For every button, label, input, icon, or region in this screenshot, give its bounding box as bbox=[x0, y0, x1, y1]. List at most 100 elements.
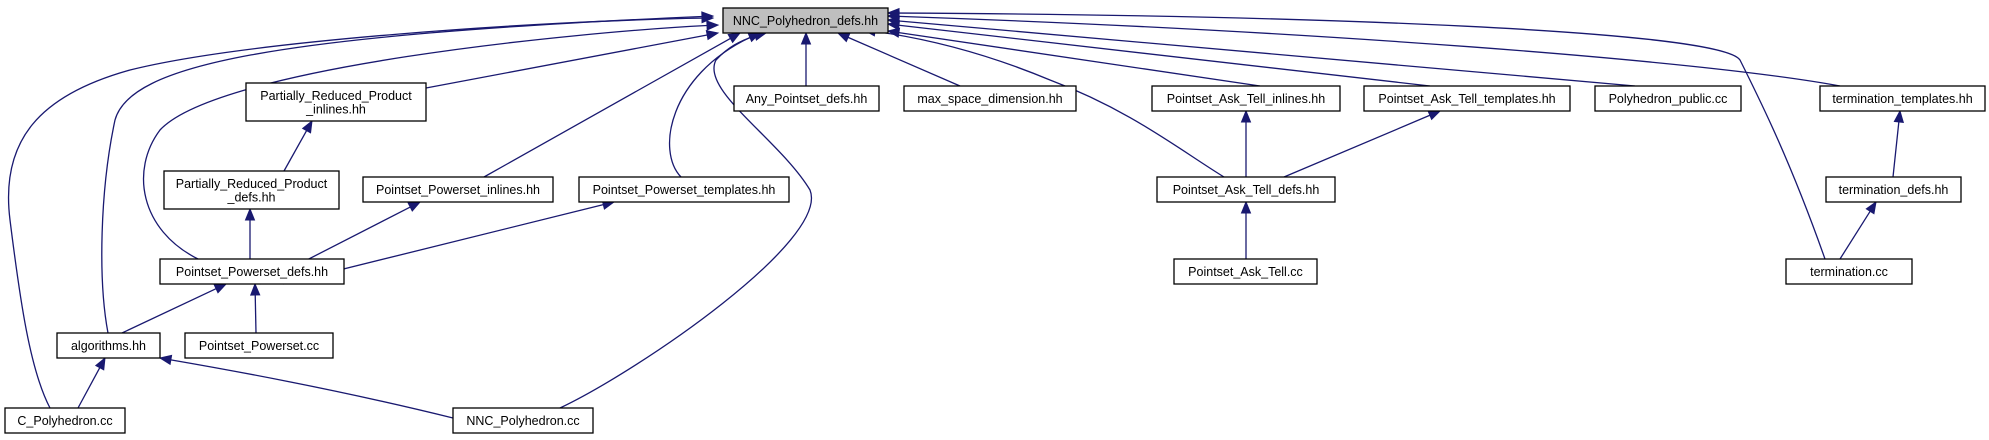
node-box[interactable] bbox=[1151, 85, 1341, 112]
node-term-templates[interactable]: termination_templates.hh bbox=[1819, 85, 1986, 112]
node-box[interactable] bbox=[1156, 176, 1336, 203]
edge-line bbox=[77, 357, 106, 409]
node-label: Pointset_Ask_Tell_inlines.hh bbox=[1167, 92, 1325, 106]
edge-pat_templates-to-nnc_defs bbox=[886, 20, 1431, 87]
node-box[interactable] bbox=[184, 332, 334, 359]
node-prp-defs[interactable]: Partially_Reduced_Product_defs.hh bbox=[163, 170, 340, 210]
edge-line bbox=[101, 15, 714, 334]
edge-line bbox=[7, 17, 714, 409]
arrowhead-icon bbox=[301, 119, 313, 134]
arrowhead-icon bbox=[800, 31, 812, 45]
node-box[interactable] bbox=[733, 85, 880, 112]
node-label: Pointset_Ask_Tell.cc bbox=[1188, 265, 1303, 279]
nodes-layer: NNC_Polyhedron_defs.hhPartially_Reduced_… bbox=[4, 7, 1986, 434]
node-pat-inlines[interactable]: Pointset_Ask_Tell_inlines.hh bbox=[1151, 85, 1341, 112]
node-box[interactable] bbox=[1825, 176, 1962, 203]
node-pp-inlines[interactable]: Pointset_Powerset_inlines.hh bbox=[362, 176, 554, 203]
edge-prp_inlines-to-nnc_defs bbox=[425, 29, 720, 89]
node-max-dim[interactable]: max_space_dimension.hh bbox=[903, 85, 1077, 112]
node-nnc-defs[interactable]: NNC_Polyhedron_defs.hh bbox=[722, 7, 889, 34]
node-label: termination_templates.hh bbox=[1832, 92, 1972, 106]
node-label: C_Polyhedron.cc bbox=[17, 414, 112, 428]
node-box[interactable] bbox=[722, 7, 889, 34]
node-prp-inlines[interactable]: Partially_Reduced_Product_inlines.hh bbox=[245, 82, 427, 122]
node-box[interactable] bbox=[1173, 258, 1318, 285]
edge-line bbox=[1283, 110, 1441, 178]
node-box[interactable] bbox=[1785, 258, 1913, 285]
node-box[interactable] bbox=[163, 170, 340, 210]
edge-line bbox=[863, 29, 1225, 178]
arrowhead-icon bbox=[836, 32, 851, 43]
arrowhead-icon bbox=[94, 356, 106, 371]
edge-line bbox=[142, 24, 719, 260]
edge-max_dim-to-nnc_defs bbox=[836, 32, 961, 87]
node-label: Partially_Reduced_Product bbox=[176, 177, 328, 191]
node-box[interactable] bbox=[1594, 85, 1742, 112]
node-c-poly[interactable]: C_Polyhedron.cc bbox=[4, 407, 126, 434]
node-nnc-cc[interactable]: NNC_Polyhedron.cc bbox=[452, 407, 594, 434]
edge-algorithms-to-nnc_defs bbox=[101, 11, 715, 334]
node-pp-templates[interactable]: Pointset_Powerset_templates.hh bbox=[578, 176, 790, 203]
arrowhead-icon bbox=[705, 29, 720, 41]
edge-term_cc-to-term_defs bbox=[1839, 200, 1877, 260]
node-pat-defs[interactable]: Pointset_Ask_Tell_defs.hh bbox=[1156, 176, 1336, 203]
edge-pat_defs-to-pat_inlines bbox=[1240, 109, 1252, 177]
node-pp-cc[interactable]: Pointset_Powerset.cc bbox=[184, 332, 334, 359]
arrowhead-icon bbox=[213, 283, 228, 294]
node-any-defs[interactable]: Any_Pointset_defs.hh bbox=[733, 85, 880, 112]
node-term-defs[interactable]: termination_defs.hh bbox=[1825, 176, 1962, 203]
node-box[interactable] bbox=[1363, 85, 1571, 112]
node-box[interactable] bbox=[903, 85, 1077, 112]
node-label: Any_Pointset_defs.hh bbox=[746, 92, 868, 106]
edge-line bbox=[483, 32, 741, 178]
node-box[interactable] bbox=[4, 407, 126, 434]
edge-pp_defs-to-nnc_defs bbox=[142, 20, 720, 260]
edge-line bbox=[121, 283, 227, 334]
node-label: Pointset_Powerset_defs.hh bbox=[176, 265, 328, 279]
edge-pp_cc-to-pp_defs bbox=[249, 282, 261, 334]
edge-c_poly-to-algorithms bbox=[77, 356, 106, 409]
edge-line bbox=[159, 357, 454, 419]
node-label: NNC_Polyhedron.cc bbox=[466, 414, 579, 428]
arrowhead-icon bbox=[249, 282, 261, 296]
node-pat-templates[interactable]: Pointset_Ask_Tell_templates.hh bbox=[1363, 85, 1571, 112]
node-term-cc[interactable]: termination.cc bbox=[1785, 258, 1913, 285]
node-poly-public[interactable]: Polyhedron_public.cc bbox=[1594, 85, 1742, 112]
node-box[interactable] bbox=[159, 258, 345, 285]
node-label: Pointset_Powerset_inlines.hh bbox=[376, 183, 540, 197]
edge-line bbox=[887, 23, 1431, 87]
edge-line bbox=[254, 283, 257, 334]
edge-line bbox=[887, 15, 1841, 87]
node-label: termination.cc bbox=[1810, 265, 1888, 279]
node-box[interactable] bbox=[1819, 85, 1986, 112]
arrowhead-icon bbox=[886, 27, 901, 38]
edge-line bbox=[559, 32, 813, 409]
edge-term_defs-to-term_templates bbox=[1892, 109, 1905, 178]
edge-prp_defs-to-prp_inlines bbox=[283, 119, 313, 172]
node-box[interactable] bbox=[56, 332, 161, 359]
node-box[interactable] bbox=[452, 407, 594, 434]
node-label: max_space_dimension.hh bbox=[917, 92, 1062, 106]
edge-term_cc-to-nnc_defs bbox=[886, 7, 1826, 260]
arrowhead-icon bbox=[1240, 109, 1252, 123]
node-algorithms[interactable]: algorithms.hh bbox=[56, 332, 161, 359]
edge-line bbox=[887, 19, 1636, 87]
edge-line bbox=[887, 30, 1261, 87]
node-box[interactable] bbox=[362, 176, 554, 203]
arrowhead-icon bbox=[1427, 110, 1442, 121]
node-pat-cc[interactable]: Pointset_Ask_Tell.cc bbox=[1173, 258, 1318, 285]
edge-line bbox=[887, 12, 1826, 260]
node-box[interactable] bbox=[245, 82, 427, 122]
node-label: algorithms.hh bbox=[71, 339, 146, 353]
arrowhead-icon bbox=[706, 20, 720, 31]
edge-nnc_cc-to-algorithms bbox=[158, 354, 454, 419]
edge-term_templates-to-nnc_defs bbox=[886, 11, 1841, 87]
edge-pat_inlines-to-nnc_defs bbox=[886, 27, 1261, 87]
node-pp-defs[interactable]: Pointset_Powerset_defs.hh bbox=[159, 258, 345, 285]
arrowhead-icon bbox=[1893, 109, 1905, 123]
arrowhead-icon bbox=[1240, 200, 1252, 214]
arrowhead-icon bbox=[1865, 200, 1877, 215]
arrowhead-icon bbox=[701, 11, 715, 22]
node-box[interactable] bbox=[578, 176, 790, 203]
